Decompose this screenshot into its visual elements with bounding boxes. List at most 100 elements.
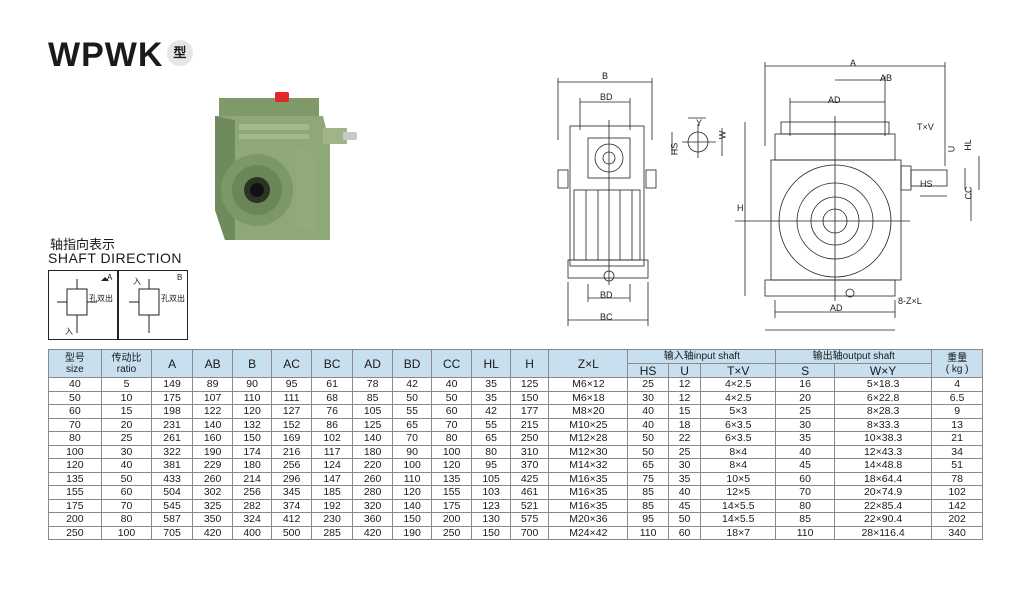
table-cell: 4 <box>931 377 983 392</box>
table-cell: 40 <box>100 458 153 473</box>
table-cell: 42 <box>471 404 511 419</box>
table-cell: 10×5 <box>700 471 777 486</box>
table-cell: 30 <box>100 444 153 459</box>
table-cell: 35 <box>775 431 835 446</box>
table-cell: 229 <box>191 458 234 473</box>
table-cell: 280 <box>351 485 394 500</box>
dim-bc-label: BC <box>600 312 613 322</box>
table-cell: 216 <box>270 444 313 459</box>
header-bc: BC <box>311 349 353 378</box>
table-cell: 86 <box>311 417 353 432</box>
dim-a-label: A <box>850 58 857 68</box>
table-cell: 34 <box>931 444 983 459</box>
table-cell: 412 <box>270 512 313 527</box>
table-cell: 320 <box>351 498 394 513</box>
table-cell: 25 <box>667 444 702 459</box>
table-cell: 125 <box>509 377 550 392</box>
table-cell: 705 <box>151 525 193 540</box>
table-cell: 420 <box>191 525 234 540</box>
table-cell: 110 <box>232 390 272 405</box>
table-cell: 100 <box>430 444 473 459</box>
table-cell: 70 <box>430 417 473 432</box>
table-cell: 117 <box>311 444 353 459</box>
header-s: S <box>775 363 835 378</box>
table-cell: 15 <box>667 404 702 419</box>
table-cell: 40 <box>430 377 473 392</box>
table-cell: 175 <box>151 390 193 405</box>
table-cell: 6.5 <box>931 390 983 405</box>
table-cell: 14×5.5 <box>700 498 777 513</box>
direction-a-diagram <box>57 277 109 333</box>
table-cell: 260 <box>191 471 234 486</box>
table-cell: 20×74.9 <box>833 485 933 500</box>
table-cell: M6×12 <box>548 377 629 392</box>
table-cell: 102 <box>311 431 353 446</box>
table-cell: 110 <box>627 525 669 540</box>
table-cell: 40 <box>48 377 102 392</box>
table-cell: 55 <box>392 404 432 419</box>
table-cell: 89 <box>191 377 234 392</box>
header-u: U <box>667 363 702 378</box>
table-cell: 231 <box>151 417 193 432</box>
table-cell: 140 <box>191 417 234 432</box>
table-cell: 345 <box>270 485 313 500</box>
dim-b-label: B <box>602 71 609 81</box>
table-cell: 22×85.4 <box>833 498 933 513</box>
table-cell: 110 <box>775 525 835 540</box>
table-cell: 198 <box>151 404 193 419</box>
table-cell: 175 <box>430 498 473 513</box>
table-cell: 105 <box>471 471 511 486</box>
header-hl: HL <box>471 349 511 378</box>
table-cell: 50 <box>627 444 669 459</box>
title-main: WPWK <box>48 36 164 74</box>
table-cell: 68 <box>311 390 353 405</box>
table-cell: 40 <box>627 404 669 419</box>
table-cell: 5×18.3 <box>833 377 933 392</box>
table-cell: 135 <box>430 471 473 486</box>
shaft-direction-b: B 入 孔双出 <box>118 270 188 340</box>
table-cell: 150 <box>509 390 550 405</box>
header-hs: HS <box>627 363 669 378</box>
table-cell: 302 <box>191 485 234 500</box>
table-cell: 575 <box>509 512 550 527</box>
table-cell: 152 <box>270 417 313 432</box>
table-cell: 425 <box>509 471 550 486</box>
table-cell: 123 <box>471 498 511 513</box>
table-cell: 65 <box>471 431 511 446</box>
header-txv: T×V <box>700 363 777 378</box>
table-cell: 125 <box>351 417 394 432</box>
gearbox-photo <box>215 92 357 240</box>
header-output-shaft: 输出轴output shaft <box>775 349 933 364</box>
table-cell: M12×30 <box>548 444 629 459</box>
table-cell: 70 <box>48 417 102 432</box>
table-cell: 12 <box>667 377 702 392</box>
table-cell: 120 <box>392 485 432 500</box>
table-cell: 80 <box>775 498 835 513</box>
table-cell: 65 <box>627 458 669 473</box>
table-cell: 30 <box>667 458 702 473</box>
table-cell: M16×35 <box>548 471 629 486</box>
direction-a-in: 入 <box>65 327 73 336</box>
table-cell: 35 <box>471 390 511 405</box>
table-cell: 700 <box>509 525 550 540</box>
table-cell: 16 <box>775 377 835 392</box>
table-cell: 261 <box>151 431 193 446</box>
table-cell: 60 <box>100 485 153 500</box>
table-cell: 285 <box>311 525 353 540</box>
table-cell: 78 <box>931 471 983 486</box>
shaft-direction-a: A 孔双出 入 <box>48 270 118 340</box>
dim-s-label: HS <box>669 142 680 156</box>
header-a: A <box>151 349 193 378</box>
table-cell: 192 <box>311 498 353 513</box>
table-cell: 55 <box>471 417 511 432</box>
table-cell: 42 <box>392 377 432 392</box>
table-cell: 214 <box>232 471 272 486</box>
table-cell: 587 <box>151 512 193 527</box>
table-cell: M12×28 <box>548 431 629 446</box>
table-cell: 50 <box>392 390 432 405</box>
table-cell: 504 <box>151 485 193 500</box>
